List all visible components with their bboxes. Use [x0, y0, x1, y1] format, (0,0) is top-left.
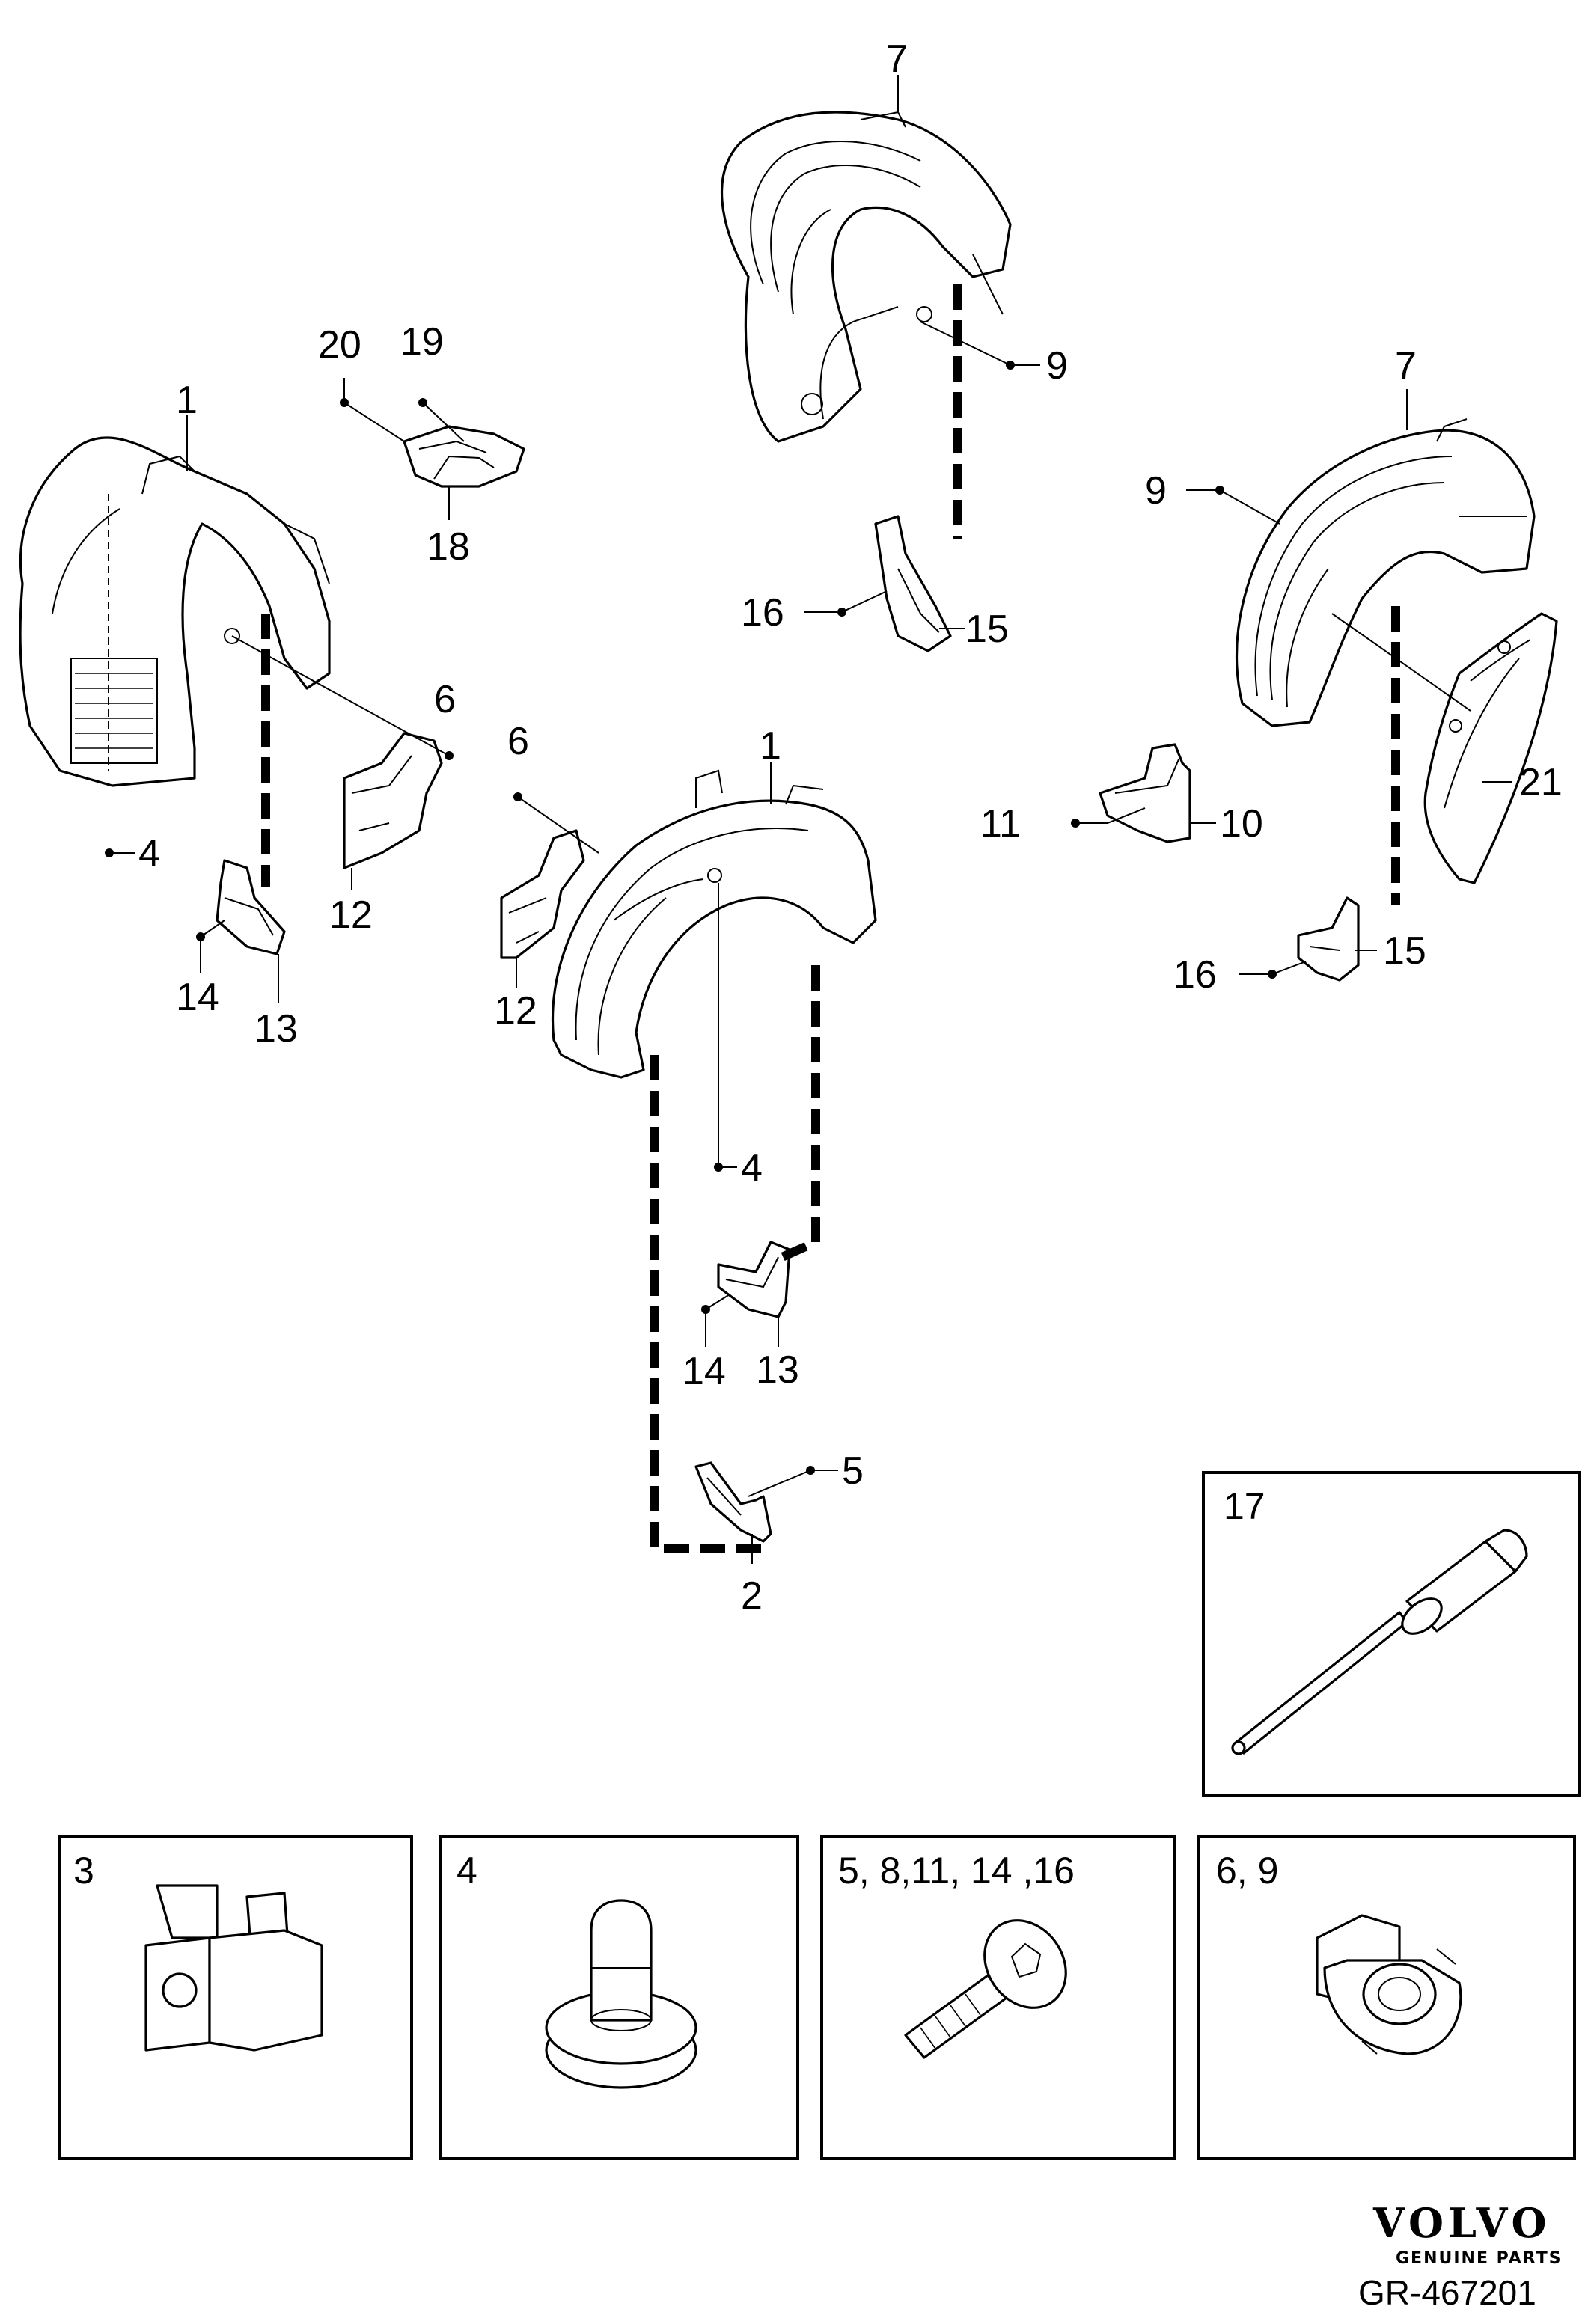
box-5-label: 5, 8,11, 14 ,16: [838, 1850, 1075, 1892]
footer: VOLVO GENUINE PARTS GR-467201: [1358, 2199, 1563, 2312]
label-20: 20: [318, 323, 361, 367]
box-5: 5, 8,11, 14 ,16: [820, 1835, 1176, 2160]
label-13-left: 13: [254, 1007, 298, 1051]
brand-tagline: GENUINE PARTS: [1396, 2249, 1563, 2268]
nut-icon: [1316, 1914, 1462, 2055]
label-7-right: 7: [1395, 344, 1417, 388]
box-6: 6, 9: [1197, 1835, 1576, 2160]
label-7-top: 7: [886, 37, 908, 81]
label-13-center: 13: [756, 1348, 799, 1392]
screw-icon: [904, 1919, 1067, 2059]
part-21-strip: [1423, 612, 1558, 884]
label-15-right: 15: [1383, 929, 1426, 973]
part-7-top-liner: [721, 111, 1012, 443]
label-19: 19: [400, 320, 444, 364]
label-9-right: 9: [1145, 469, 1167, 513]
label-16-right: 16: [1173, 953, 1217, 997]
label-4-center: 4: [741, 1146, 763, 1190]
label-6-center: 6: [507, 720, 529, 763]
label-1-left: 1: [176, 379, 198, 422]
label-18: 18: [427, 525, 470, 569]
part-1-left-liner: [19, 436, 331, 787]
part-13-left-flap: [216, 859, 286, 955]
diagram-code: GR-467201: [1358, 2273, 1536, 2312]
label-11: 11: [980, 802, 1021, 845]
label-15-top: 15: [965, 608, 1009, 651]
label-2: 2: [741, 1574, 763, 1618]
label-1-center: 1: [760, 724, 781, 768]
box-3: 3: [58, 1835, 413, 2160]
callout-labels: 1 1 2 4 4 5 6 6 7 7 9 9 10 11 12 12 13 1…: [138, 37, 1563, 1618]
label-21: 21: [1519, 761, 1563, 804]
rivet-icon: [1231, 1529, 1528, 1755]
part-2-flap: [694, 1461, 772, 1543]
label-6-left: 6: [434, 678, 456, 721]
leader-lines: [105, 75, 1512, 1564]
part-15-top-flap: [874, 515, 952, 652]
label-14-center: 14: [682, 1350, 726, 1393]
part-12-center-bracket: [500, 829, 585, 959]
box-17-label: 17: [1224, 1485, 1265, 1527]
part-13-center-flap: [717, 1241, 791, 1318]
box-4: 4: [439, 1835, 799, 2160]
part-7-right-liner: [1235, 418, 1536, 727]
label-12-left: 12: [329, 893, 373, 937]
label-4-left: 4: [138, 832, 160, 875]
push-clip-icon: [545, 1899, 697, 2089]
label-12-center: 12: [494, 989, 537, 1033]
assembly-lines: [261, 284, 1400, 1553]
box-6-label: 6, 9: [1216, 1850, 1278, 1892]
label-5: 5: [842, 1449, 864, 1493]
part-18-bracket: [403, 425, 525, 488]
box-17: 17: [1202, 1471, 1581, 1797]
label-9-top: 9: [1046, 344, 1068, 388]
label-14-left: 14: [176, 976, 219, 1019]
box-3-label: 3: [73, 1850, 94, 1892]
brand-logo: VOLVO: [1372, 2199, 1551, 2247]
clip-nut-icon: [144, 1884, 323, 2052]
label-10: 10: [1220, 802, 1263, 845]
part-12-left-bracket: [343, 732, 443, 869]
label-16-top: 16: [741, 591, 784, 634]
part-1-center-liner: [551, 769, 877, 1079]
part-10-flap: [1099, 743, 1191, 843]
box-4-label: 4: [456, 1850, 477, 1892]
part-15-right-flap: [1297, 896, 1360, 982]
